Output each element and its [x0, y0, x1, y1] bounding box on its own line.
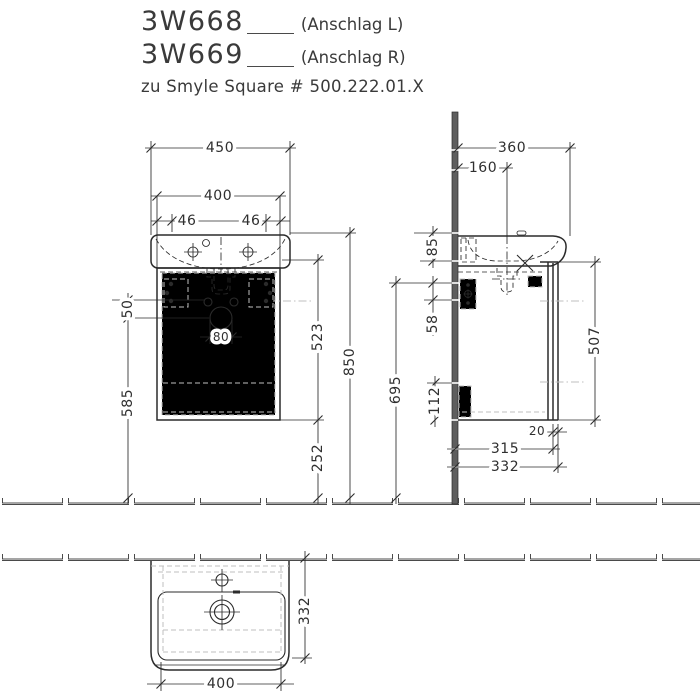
dim-tap-offset-right: 46 — [242, 213, 261, 229]
model-row-right: 3W669 (Anschlag R) — [141, 39, 424, 72]
basin-plan-outline — [150, 561, 290, 671]
drain-pipe-hole — [209, 306, 233, 330]
siphon-cutout-hidden — [206, 268, 236, 295]
wall-bracket-side — [459, 278, 477, 310]
product-reference: zu Smyle Square # 500.222.01.X — [141, 77, 425, 96]
model-row-left: 3W668 (Anschlag L) — [141, 6, 424, 39]
dim-tap-offset-left: 46 — [178, 213, 197, 229]
model-note-right: (Anschlag R) — [300, 48, 406, 67]
dim-basin-width: 450 — [206, 140, 234, 156]
drain-plan — [204, 595, 240, 630]
drain-position-cross — [516, 254, 534, 272]
model-number-left: 3W668 — [141, 6, 244, 37]
tap-hole-marker-left — [184, 243, 202, 261]
dim-door-height: 507 — [587, 327, 603, 355]
dim-tap-depth: 160 — [469, 160, 497, 176]
dim-bracket: 58 — [425, 315, 441, 334]
tap-hole-marker-right — [239, 243, 257, 261]
title-block: 3W668 (Anschlag L) 3W669 (Anschlag R) zu… — [141, 6, 424, 96]
overflow-hole — [202, 239, 210, 247]
dim-door-thickness: 20 — [529, 424, 545, 438]
side-view: 360 160 85 58 6 — [385, 111, 607, 505]
dim-basin-depth: 360 — [498, 140, 526, 156]
dim-front-edge: 85 — [425, 238, 441, 257]
plinth-bracket-hidden — [458, 385, 472, 418]
pipe-hole-left — [203, 297, 213, 307]
dim-total-depth: 332 — [491, 459, 519, 475]
dim-clearance-height: 252 — [310, 444, 326, 472]
dim-cabinet-width: 400 — [204, 188, 232, 204]
bowl-hidden-profile — [467, 239, 559, 262]
cabinet-outline — [156, 267, 281, 421]
dim-drain-hole: 80 — [213, 330, 229, 344]
front-view-dimensions: 450 400 46 46 50 585 — [112, 137, 362, 504]
dim-cabinet-height: 523 — [310, 323, 326, 351]
washbasin-outline — [150, 234, 291, 269]
side-view-cabinet — [458, 261, 584, 421]
bottom-view: 332 400 — [147, 551, 317, 696]
floor-line-lower — [0, 554, 700, 561]
mounting-bracket-right — [248, 278, 274, 308]
dim-total-height: 850 — [342, 348, 358, 376]
tap-hole-plan — [211, 569, 233, 592]
pipe-hole-right — [229, 297, 239, 307]
dim-bottom-detail: 112 — [427, 387, 443, 415]
overflow-channel-hidden — [460, 237, 477, 263]
model-underline — [246, 33, 294, 34]
dim-underside-height: 695 — [388, 376, 404, 404]
siphon-hidden-side — [492, 268, 522, 293]
side-view-washbasin — [458, 230, 567, 298]
basin-bowl-plan — [157, 591, 286, 661]
wall — [451, 111, 459, 505]
tap-hole-knob — [516, 230, 527, 236]
model-note-left: (Anschlag L) — [300, 15, 404, 34]
model-underline — [246, 66, 294, 67]
model-number-right: 3W669 — [141, 39, 244, 70]
bottom-view-washbasin — [150, 561, 290, 671]
dim-plan-width: 400 — [207, 676, 235, 692]
wall-section — [450, 111, 460, 505]
basin-bowl-hidden-edge — [155, 238, 286, 270]
hinge-plate-hidden — [527, 275, 543, 288]
side-view-dimensions: 360 160 85 58 6 — [385, 137, 607, 504]
mounting-bracket-left — [163, 278, 189, 308]
front-view: 450 400 46 46 50 585 — [112, 137, 362, 504]
dim-drain-height: 585 — [120, 389, 136, 417]
front-view-cabinet — [156, 196, 313, 421]
basin-profile — [458, 235, 567, 267]
dim-plan-depth: 332 — [297, 597, 313, 625]
dim-hole-spacing: 50 — [120, 300, 136, 319]
dim-carcass-depth: 315 — [491, 441, 519, 457]
overflow-slot — [233, 590, 240, 594]
bottom-view-dimensions: 332 400 — [147, 551, 317, 696]
